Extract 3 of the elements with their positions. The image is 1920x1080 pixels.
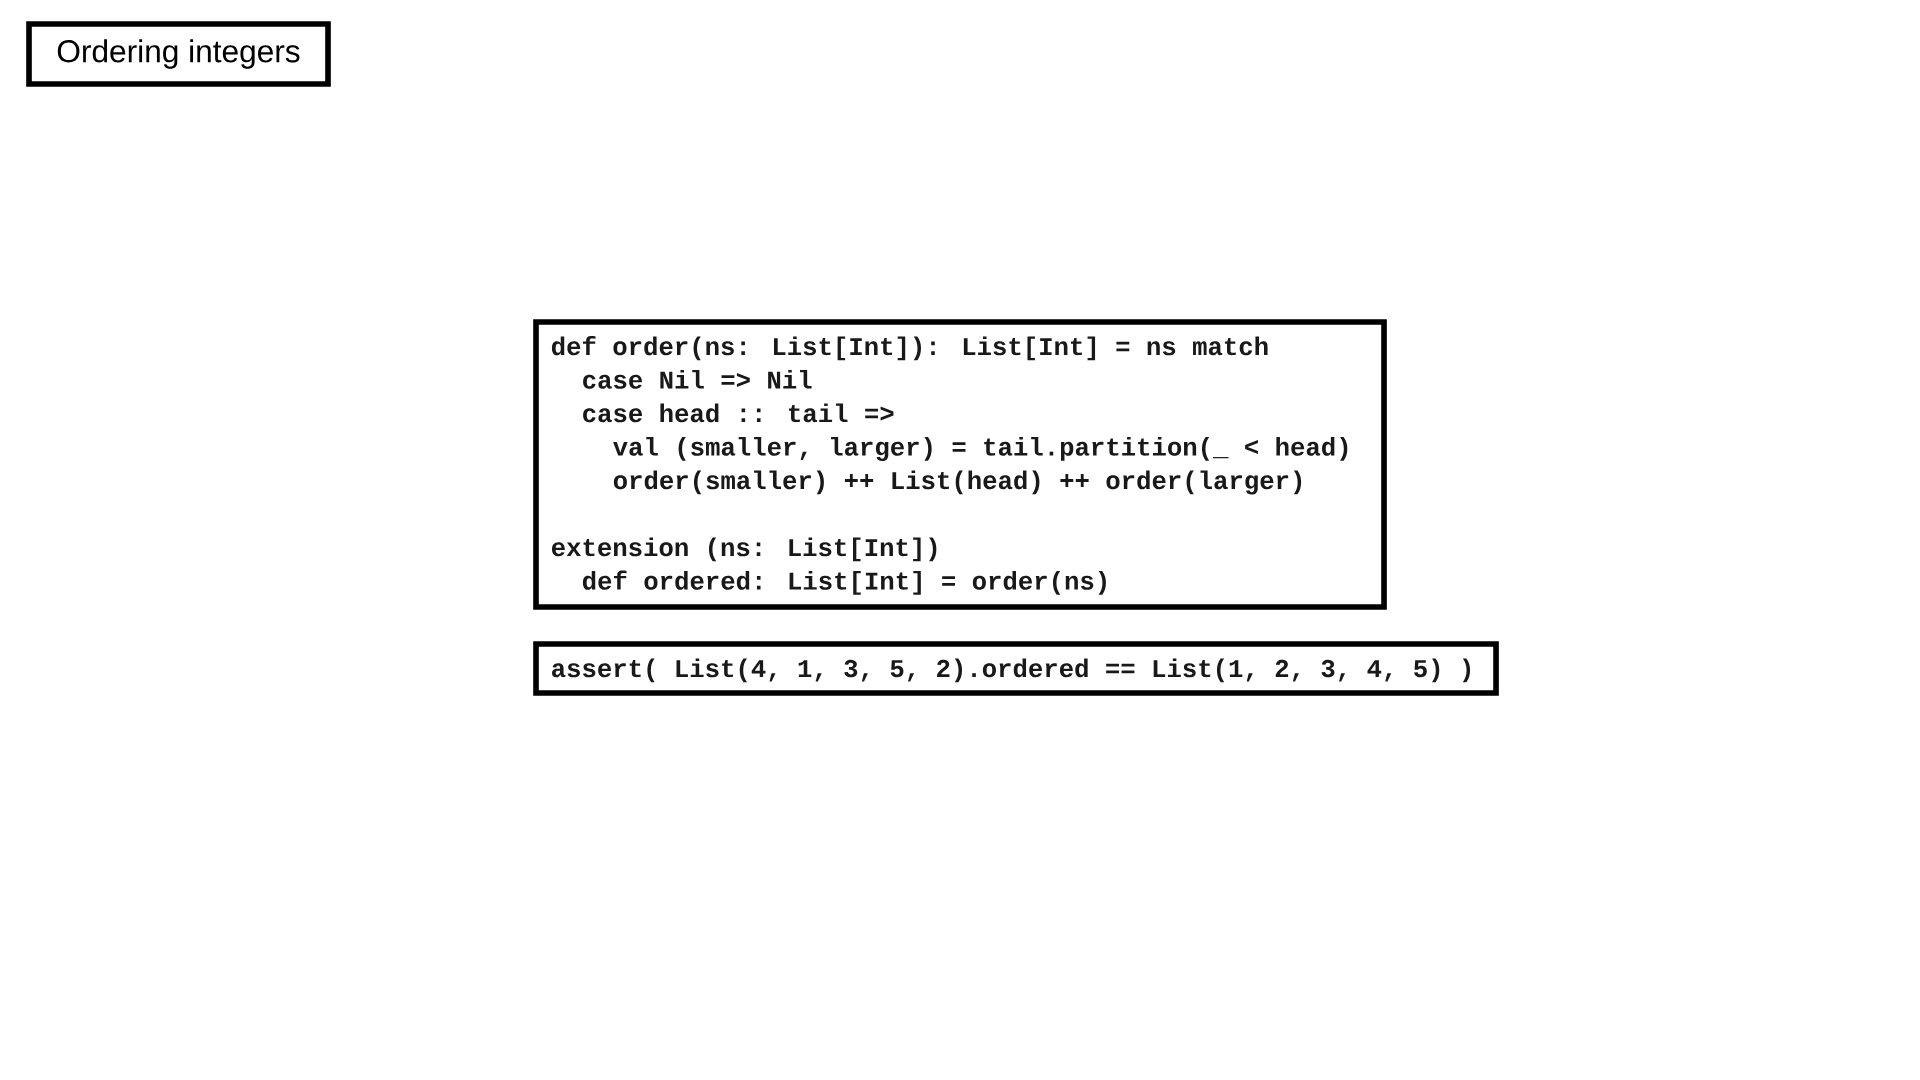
code-block: def order(ns: List[Int]): List[Int] = ns match case Nil => Nil case head :: tail => val (smaller, larger) = tail.partition(_ < head) order(smaller) ++ List(head) ++ order(larger) extension (ns: List[Int]) def ordered: List[Int] = order(ns) xyxy=(533,319,1387,610)
title-box: Ordering integers xyxy=(26,21,331,87)
code-block: assert( List(4, 1, 3, 5, 2).ordered == List(1, 2, 3, 4, 5) ) xyxy=(533,641,1499,696)
